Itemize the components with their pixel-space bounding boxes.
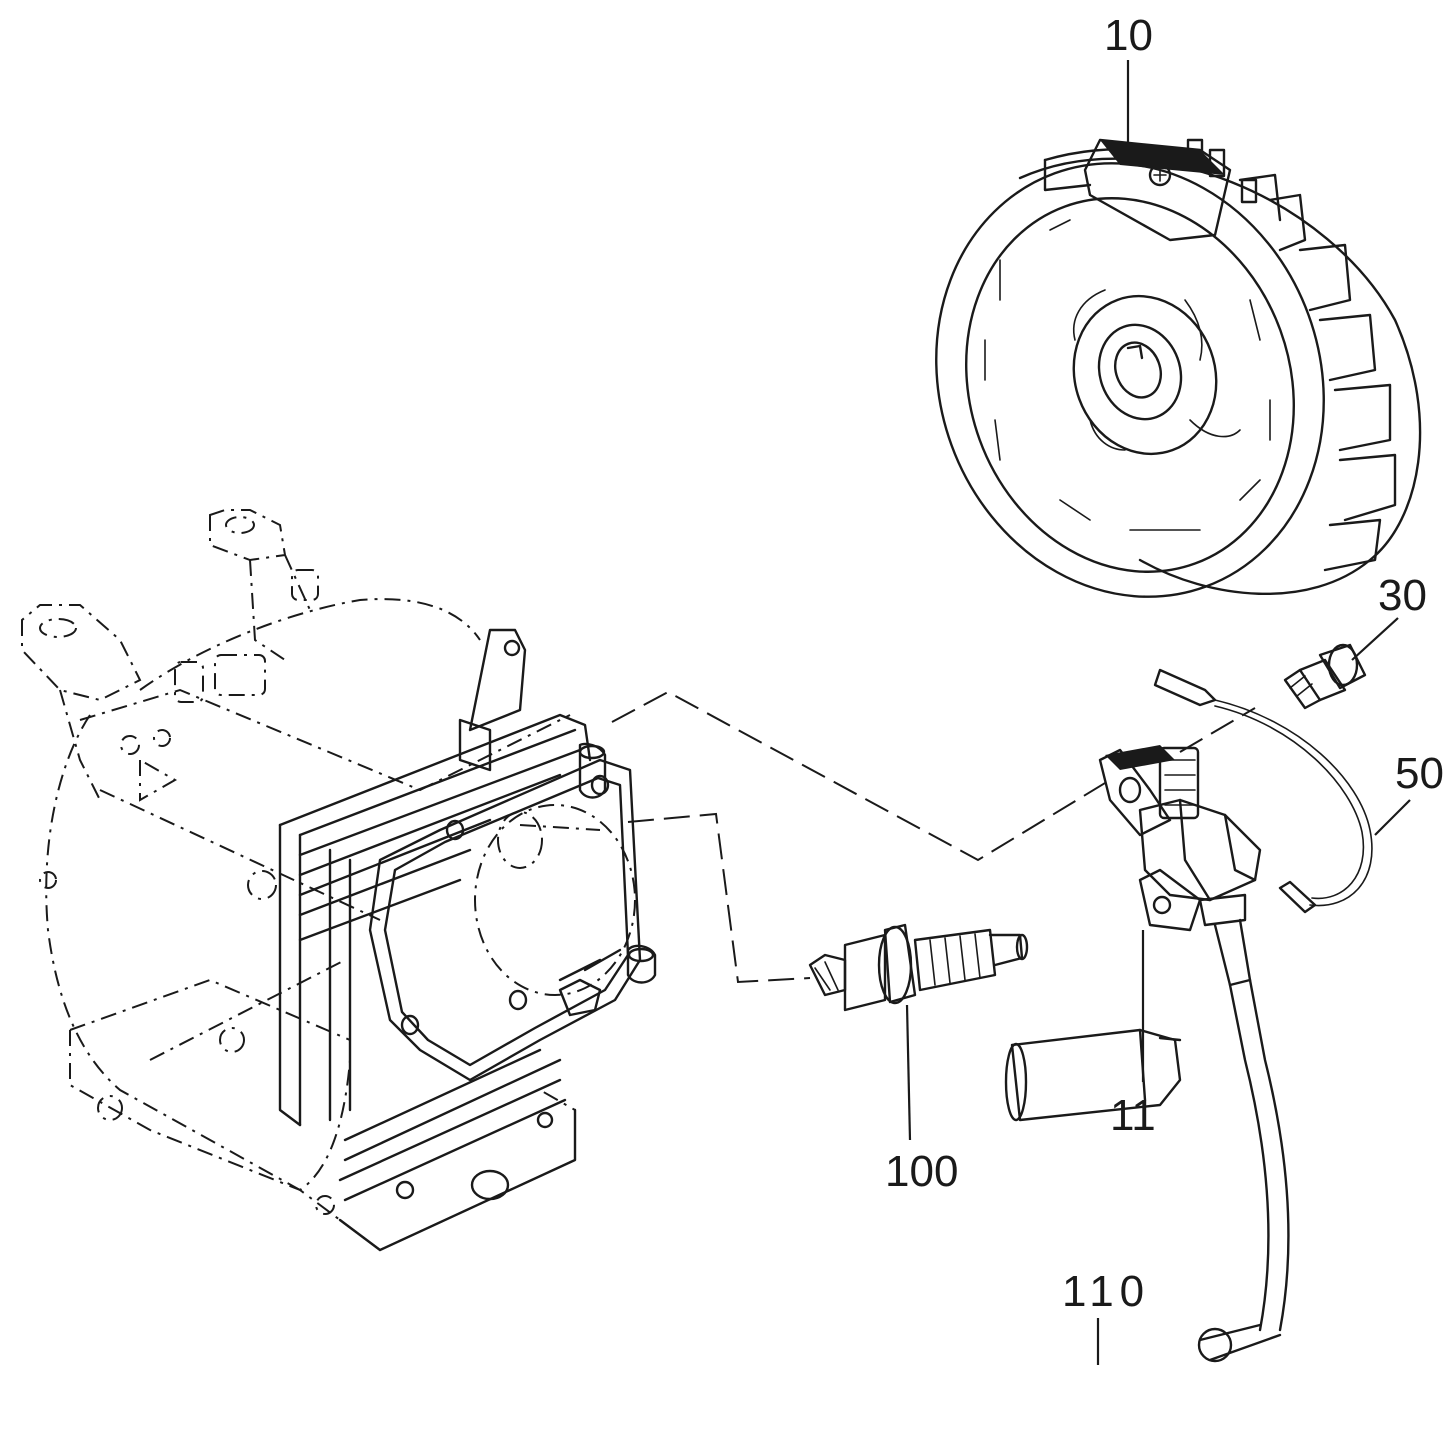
callout-100: 100 <box>885 1147 959 1196</box>
callout-11: 11 <box>1110 1091 1156 1140</box>
callout-50: 50 <box>1395 749 1444 798</box>
assembly-line-coil-2 <box>1179 707 1256 753</box>
engine-block <box>21 509 576 1252</box>
callout-30: 30 <box>1378 571 1427 620</box>
assembly-line-plug <box>627 812 811 984</box>
ignition-coil <box>1098 745 1290 1363</box>
flywheel <box>935 138 1422 598</box>
bolt <box>1283 643 1367 710</box>
cylinder <box>278 628 657 1252</box>
callout-10: 10 <box>1104 11 1153 60</box>
assembly-line-coil <box>611 690 1111 862</box>
spark-plug <box>808 923 1029 1012</box>
leader-lines <box>905 60 1411 1365</box>
callout-110: 110 <box>1062 1267 1151 1316</box>
ground-wire <box>1153 668 1373 914</box>
